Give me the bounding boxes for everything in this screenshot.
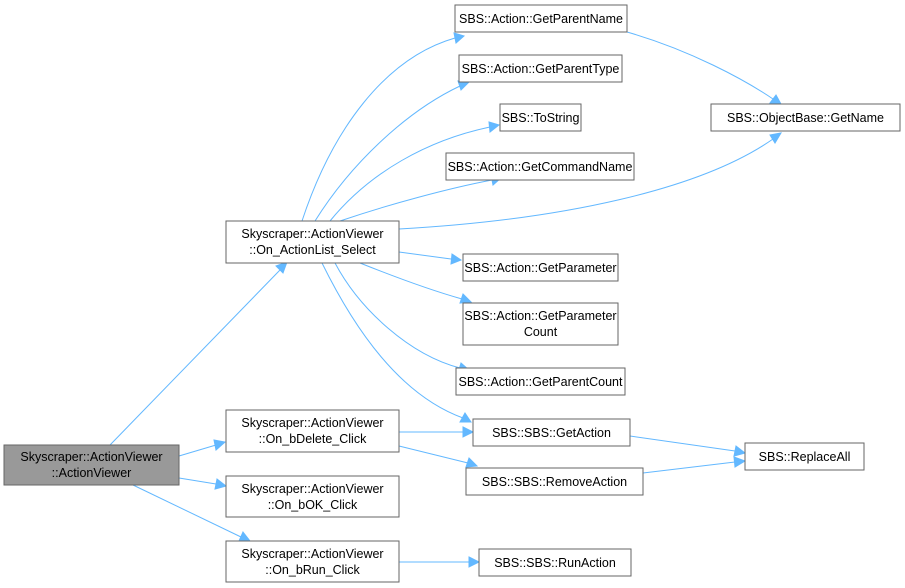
edge-bdelete-to-sbs-get-action [399,426,475,438]
node-sbs-remove-action[interactable]: SBS::SBS::RemoveAction [465,467,644,496]
node-label: SBS::ReplaceAll [759,450,851,464]
node-label-line-1: Skyscraper::ActionViewer [241,227,383,241]
node-sbs-get-action[interactable]: SBS::SBS::GetAction [472,418,631,447]
node-objectbase-get-name[interactable]: SBS::ObjectBase::GetName [710,103,901,132]
edge-brun-to-sbs-run-action [399,556,481,568]
edge-select-to-get-parameter-count [359,262,473,304]
node-label-line-2: ::ActionViewer [52,466,132,480]
node-actionviewer-constructor[interactable]: Skyscraper::ActionViewer ::ActionViewer [3,444,180,486]
node-label-line-2: Count [524,325,558,339]
node-label-line-2: ::On_ActionList_Select [249,243,376,257]
edge-select-to-get-parent-name [301,32,466,222]
node-label-line-2: ::On_bRun_Click [265,563,360,577]
edge-select-to-to-string [329,121,501,222]
node-get-command-name[interactable]: SBS::Action::GetCommandName [445,152,635,181]
node-label: SBS::ObjectBase::GetName [727,111,884,125]
node-label-line-2: ::On_bOK_Click [268,498,358,512]
node-to-string[interactable]: SBS::ToString [499,103,582,132]
edge-select-to-get-parent-type [314,80,471,222]
node-replace-all[interactable]: SBS::ReplaceAll [744,442,865,471]
node-get-parameter[interactable]: SBS::Action::GetParameter [462,253,619,282]
edge-select-to-get-parameter [398,251,463,265]
node-label-line-1: Skyscraper::ActionViewer [20,450,162,464]
node-get-parent-count[interactable]: SBS::Action::GetParentCount [455,367,626,396]
node-label: SBS::Action::GetParentType [462,62,620,76]
node-label: SBS::ToString [502,111,580,125]
edge-bdelete-to-sbs-remove-action [398,445,479,468]
node-label-line-2: ::On_bDelete_Click [259,432,367,446]
node-on-bok-click[interactable]: Skyscraper::ActionViewer ::On_bOK_Click [225,475,400,518]
node-get-parent-name[interactable]: SBS::Action::GetParentName [454,4,628,33]
node-label: SBS::SBS::RunAction [494,556,616,570]
node-label-line-1: SBS::Action::GetParameter [464,309,616,323]
edge-select-to-sbs-get-action [321,262,472,423]
edge-select-to-get-command-name [339,174,504,222]
node-on-bdelete-click[interactable]: Skyscraper::ActionViewer ::On_bDelete_Cl… [225,409,400,453]
node-get-parameter-count[interactable]: SBS::Action::GetParameter Count [462,302,619,346]
edge-sbs-get-action-to-replace-all [629,435,747,457]
node-label: SBS::Action::GetCommandName [448,160,633,174]
node-label-line-1: Skyscraper::ActionViewer [241,482,383,496]
edge-sbs-remove-action-to-replace-all [642,456,747,474]
node-sbs-run-action[interactable]: SBS::SBS::RunAction [478,548,632,577]
node-get-parent-type[interactable]: SBS::Action::GetParentType [458,54,623,83]
edge-root-to-on-bdelete-click [178,439,227,457]
node-label: SBS::SBS::GetAction [492,426,611,440]
node-label: SBS::Action::GetParentName [459,12,623,26]
node-label-line-1: Skyscraper::ActionViewer [241,416,383,430]
node-label: SBS::SBS::RemoveAction [482,475,627,489]
node-on-actionlist-select[interactable]: Skyscraper::ActionViewer ::On_ActionList… [225,220,400,264]
edge-root-to-on-actionlist-select [109,261,288,446]
edge-get-parent-name-to-objectbase-get-name [626,31,782,105]
edge-root-to-on-bok-click [178,477,228,490]
node-on-brun-click[interactable]: Skyscraper::ActionViewer ::On_bRun_Click [225,540,400,583]
node-label: SBS::Action::GetParentCount [459,375,624,389]
node-label: SBS::Action::GetParameter [464,261,616,275]
edge-select-to-objectbase-get-name [398,132,782,230]
node-label-line-1: Skyscraper::ActionViewer [241,547,383,561]
